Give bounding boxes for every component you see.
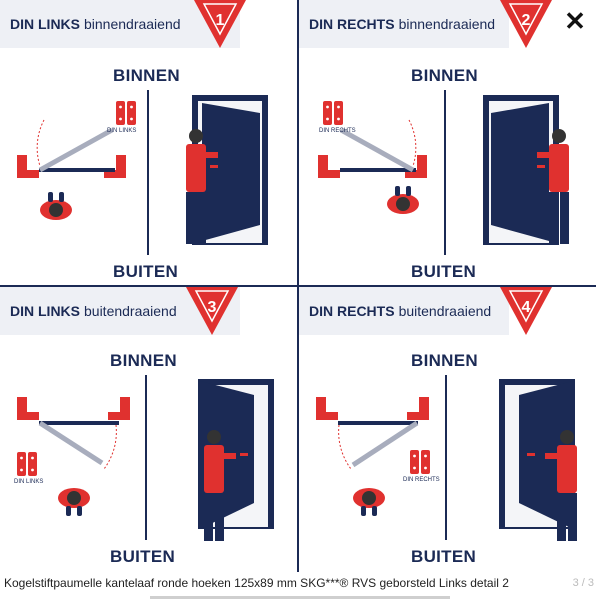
number-badge-text: 3 [208,299,217,316]
caption-text: Kogelstiftpaumelle kantelaaf ronde hoeke… [4,576,509,590]
label-buiten: BUITEN [113,262,179,281]
person-side-view [545,430,577,541]
panel-header: DIN RECHTS buitendraaiend [299,287,509,335]
divider-line [444,90,446,255]
label-binnen: BINNEN [113,66,180,85]
instruction-grid: DIN LINKS binnendraaiend 1 BINNEN BUITEN [0,0,596,572]
image-caption: Kogelstiftpaumelle kantelaaf ronde hoeke… [0,572,600,596]
panel-din-rechts-buitendraaiend: DIN RECHTS buitendraaiend 4 BINNEN BUITE… [299,287,596,572]
person-top-view [40,192,72,220]
panel-header: DIN RECHTS binnendraaiend [299,0,509,48]
panel-din-links-buitendraaiend: DIN LINKS buitendraaiend 3 BINNEN BUITEN [0,287,297,572]
hinge-icon [410,450,430,474]
hinge-label: DIN RECHTS [403,477,440,483]
hinge-icon [17,452,37,476]
person-top-view [353,488,385,516]
hinge-label: DIN LINKS [107,128,137,134]
label-binnen: BINNEN [411,66,478,85]
panel-din-links-binnendraaiend: DIN LINKS binnendraaiend 1 BINNEN BUITEN [0,0,297,285]
horizontal-scrollbar[interactable] [150,596,450,599]
hinge-label: DIN LINKS [14,479,44,485]
door-top-view-diagram [17,397,130,470]
number-badge-text: 4 [522,299,531,316]
person-side-view [537,129,569,244]
panel-title-strong: DIN RECHTS [309,16,395,32]
number-badge-text: 1 [216,12,225,29]
divider-line [147,90,149,255]
person-side-view [186,129,218,244]
panel-title-light: binnendraaiend [84,16,181,32]
number-badge: 2 [500,0,552,48]
person-side-view [204,430,236,541]
label-binnen: BINNEN [110,351,177,370]
door-top-view-diagram [17,119,126,178]
panel-title-light: binnendraaiend [398,16,496,32]
hinge-label: DIN RECHTS [319,128,356,134]
label-buiten: BUITEN [411,547,477,566]
panel-title-light: buitendraaiend [398,303,492,319]
panel-title-strong: DIN LINKS [10,16,80,32]
divider-line [445,375,447,540]
hinge-icon [323,101,343,125]
number-badge: 1 [194,0,246,48]
panel-title-strong: DIN RECHTS [309,303,395,319]
panel-title-light: buitendraaiend [84,303,177,319]
person-top-view [387,186,419,214]
door-top-view-diagram [316,397,429,470]
number-badge: 4 [500,287,552,335]
label-buiten: BUITEN [411,262,477,281]
label-binnen: BINNEN [411,351,478,370]
number-badge: 3 [186,287,238,335]
door-front-view [483,95,559,245]
close-icon: ✕ [564,6,586,36]
panel-title-strong: DIN LINKS [10,303,80,319]
close-button[interactable]: ✕ [557,4,593,40]
divider-line [145,375,147,540]
person-top-view [58,488,90,516]
image-counter: 3 / 3 [572,577,594,589]
label-buiten: BUITEN [110,547,176,566]
number-badge-text: 2 [522,12,531,29]
door-top-view-diagram [318,119,427,178]
hinge-icon [116,101,136,125]
panel-din-rechts-binnendraaiend: DIN RECHTS binnendraaiend 2 BINNEN BUITE… [299,0,596,285]
